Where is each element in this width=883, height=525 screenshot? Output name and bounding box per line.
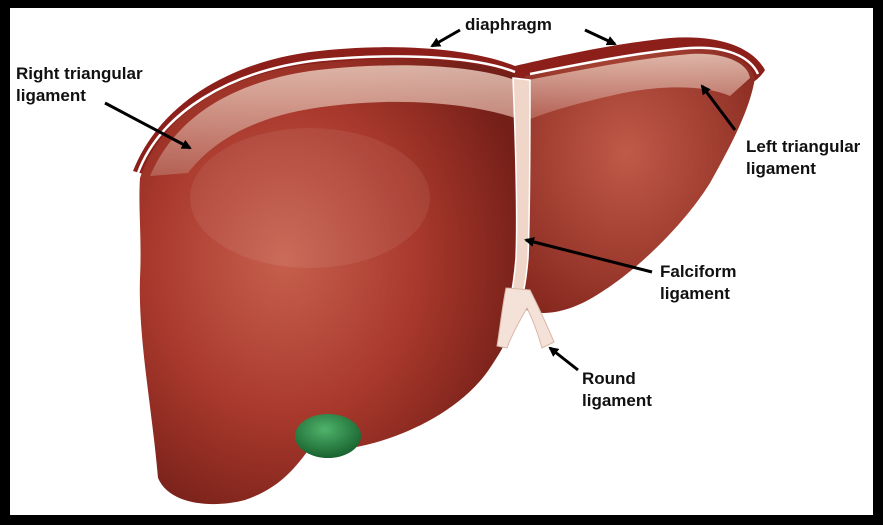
arrow-diaphragm-right [585, 30, 615, 44]
arrow-round [550, 348, 578, 370]
label-round-ligament: Round ligament [582, 368, 652, 412]
arrow-diaphragm-left [432, 30, 460, 46]
lobe-highlight [190, 128, 430, 268]
gallbladder [295, 414, 361, 458]
label-diaphragm: diaphragm [465, 14, 552, 36]
figure-frame: diaphragm Right triangular ligament Left… [10, 8, 873, 515]
label-right-triangular-ligament: Right triangular ligament [16, 63, 143, 107]
label-falciform-ligament: Falciform ligament [660, 261, 737, 305]
label-left-triangular-ligament: Left triangular ligament [746, 136, 860, 180]
